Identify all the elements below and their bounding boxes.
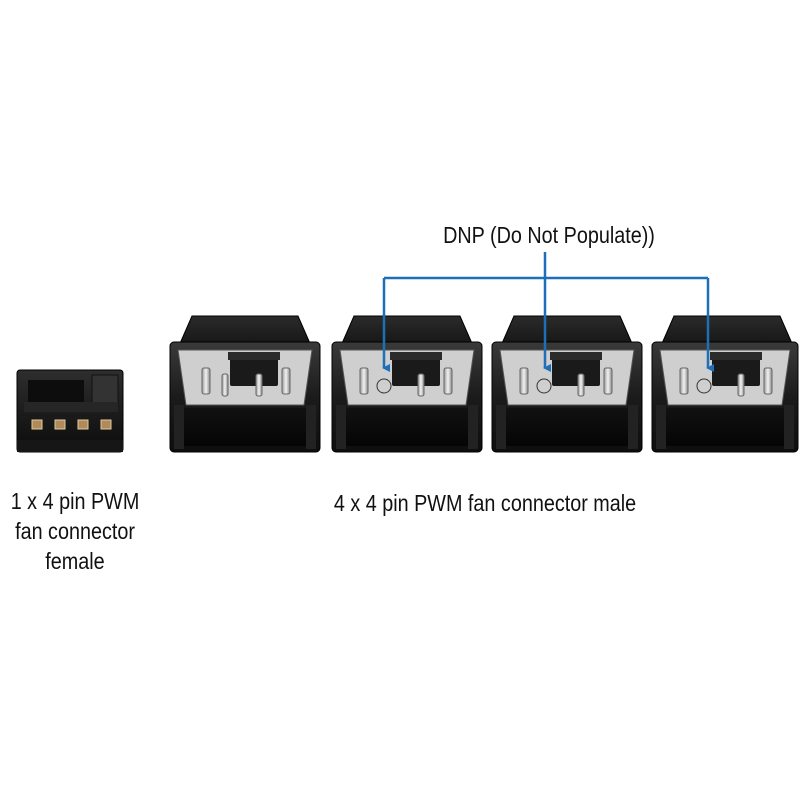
female-label-line: female: [45, 548, 105, 574]
female-label-line: fan connector: [15, 518, 135, 544]
female-connector-label: 1 x 4 pin PWM fan connector female: [11, 486, 140, 576]
dnp-label: DNP (Do Not Populate)): [443, 222, 655, 248]
male-connector-4: [651, 315, 799, 453]
male-connectors-label: 4 x 4 pin PWM fan connector male: [333, 490, 637, 516]
male-connector-3: [491, 315, 643, 453]
female-pin: [54, 419, 66, 430]
female-pin: [77, 419, 89, 430]
dnp-empty-pin-slot: [376, 378, 392, 394]
female-label-line: 1 x 4 pin PWM: [10, 488, 140, 514]
male-connector-2: [331, 315, 483, 453]
female-pin-row: [31, 419, 112, 430]
female-connector: [16, 369, 124, 453]
female-pin: [31, 419, 43, 430]
male-connector-1: [169, 315, 321, 453]
female-pin: [100, 419, 112, 430]
dnp-empty-pin-slot: [696, 378, 712, 394]
dnp-leader-lines: [382, 252, 714, 372]
dnp-empty-pin-slot: [536, 378, 552, 394]
